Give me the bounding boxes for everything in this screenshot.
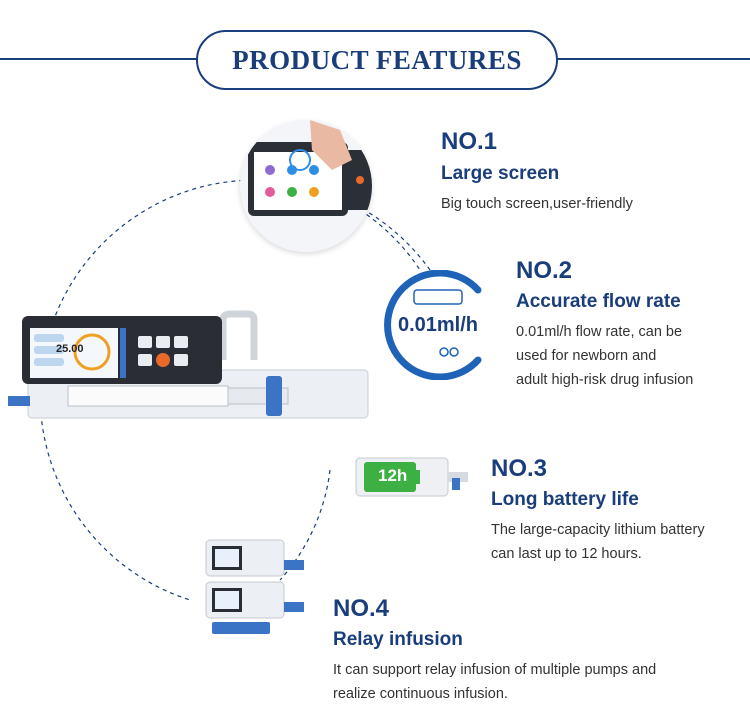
feature-2-desc-line-2: used for newborn and: [516, 348, 657, 364]
feature-2-desc-line-1: 0.01ml/h flow rate, can be: [516, 324, 683, 340]
page-title: PRODUCT FEATURES: [232, 44, 522, 75]
feature-3-number: NO.3: [491, 455, 548, 482]
feature-3-title: Long battery life: [491, 489, 639, 510]
feature-1-title: Large screen: [441, 163, 560, 184]
feature-2-number: NO.2: [516, 257, 573, 284]
stacked-pumps-photo: [205, 539, 304, 634]
feature-1-number: NO.1: [441, 128, 498, 155]
pump-screen-reading: 25.00: [56, 343, 84, 355]
flow-rate-gauge-icon: [384, 270, 482, 380]
feature-2-desc-line-3: adult high-risk drug infusion: [516, 372, 694, 388]
syringe-pump-photo: [8, 310, 369, 419]
feature-2-title: Accurate flow rate: [516, 291, 681, 312]
feature-1-desc-line-1: Big touch screen,user-friendly: [441, 196, 633, 212]
flow-rate-value: 0.01ml/h: [397, 314, 479, 336]
feature-3-desc-line-2: can last up to 12 hours.: [491, 546, 642, 562]
header-banner: PRODUCT FEATURES: [196, 30, 558, 90]
touch-screen-photo: [240, 120, 372, 252]
feature-4-desc-line-2: realize continuous infusion.: [333, 686, 508, 702]
feature-4-title: Relay infusion: [333, 629, 463, 650]
battery-hours-label: 12h: [378, 466, 408, 485]
battery-pump-photo: [355, 457, 468, 497]
feature-3-desc-line-1: The large-capacity lithium battery: [491, 522, 705, 538]
feature-4-desc-line-1: It can support relay infusion of multipl…: [333, 662, 657, 678]
feature-4-number: NO.4: [333, 595, 390, 622]
